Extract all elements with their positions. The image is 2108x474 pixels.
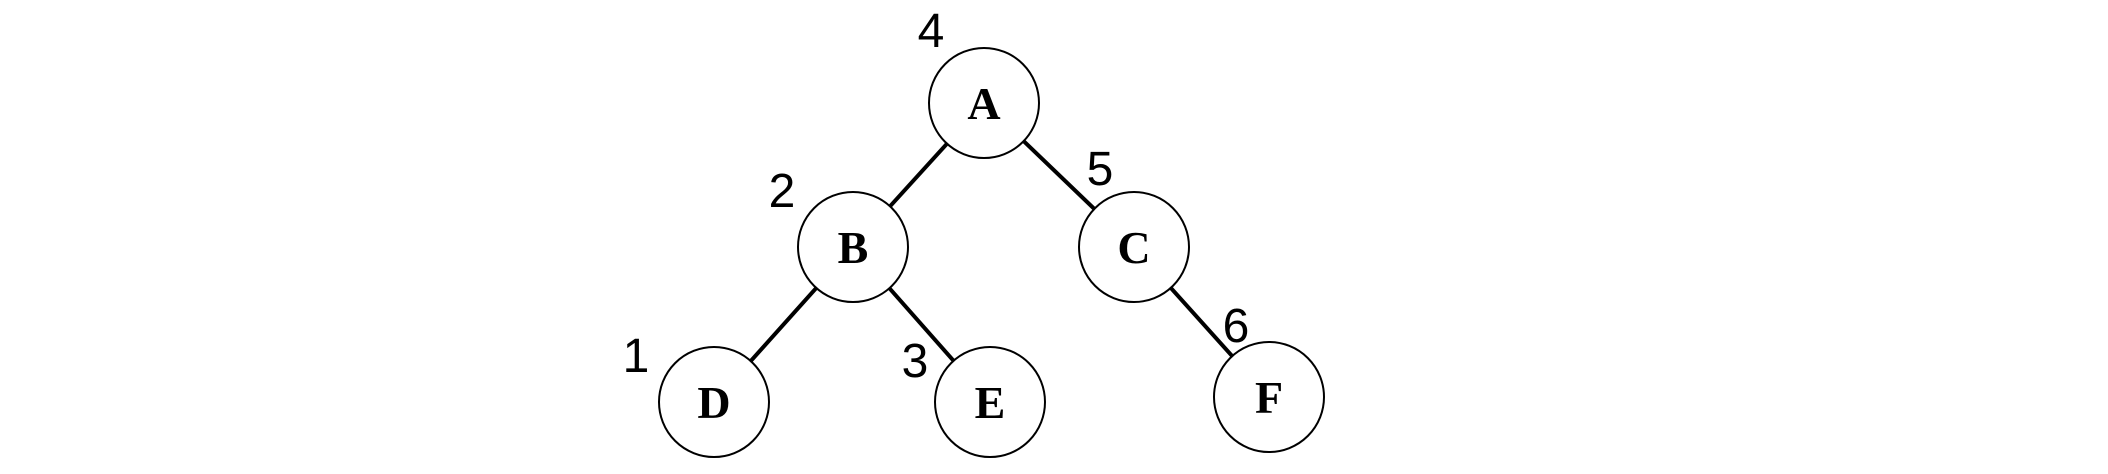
tree-node-E: E3 (902, 335, 1046, 458)
node-label-A: A (967, 78, 1000, 129)
node-label-E: E (975, 377, 1006, 428)
order-number-B: 2 (769, 165, 796, 218)
node-label-D: D (697, 377, 730, 428)
node-label-C: C (1117, 222, 1150, 273)
tree-node-B: B2 (769, 165, 909, 303)
node-circle-A (928, 47, 1040, 159)
tree-node-A: A4 (918, 5, 1040, 159)
node-circle-C (1078, 191, 1190, 303)
node-label-F: F (1255, 372, 1283, 423)
tree-node-F: F6 (1213, 300, 1325, 453)
node-circle-B (797, 191, 909, 303)
tree-node-C: C5 (1078, 143, 1190, 303)
node-label-B: B (838, 222, 869, 273)
order-number-D: 1 (623, 330, 650, 383)
node-circle-E (934, 346, 1046, 458)
tree-node-D: D1 (623, 330, 770, 458)
node-circle-D (658, 346, 770, 458)
order-number-F: 6 (1223, 300, 1250, 353)
order-number-E: 3 (902, 335, 929, 388)
order-number-A: 4 (918, 5, 945, 58)
order-number-C: 5 (1087, 143, 1114, 196)
node-circle-F (1213, 341, 1325, 453)
